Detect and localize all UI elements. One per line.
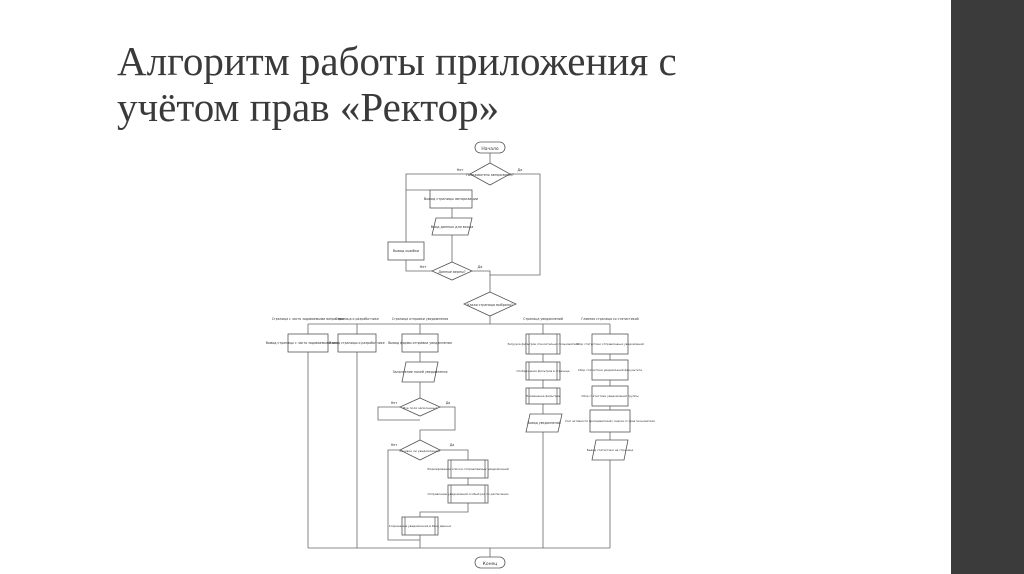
branch-notif-caption: Страница уведомлений — [523, 317, 563, 321]
fields-no-label: Нет — [391, 401, 398, 405]
node-fields-check: Все поля заполнены? Нет Да — [391, 397, 451, 417]
node-form-list: Формирование списка отправляемых уведомл… — [427, 459, 509, 479]
stats-1-label: Сбор статистики отправленных уведомлений — [576, 342, 644, 346]
apply-filters-label: Отображение фильтров в странице — [516, 369, 569, 373]
node-error: Вывод ошибки — [387, 241, 425, 261]
branch-stats-caption: Главная страница со статистикой — [581, 317, 639, 321]
input-data-label: Ввод данных для входа — [431, 225, 474, 229]
send-notif-label: Отправление уведомлений особый раз по ра… — [427, 492, 509, 496]
node-start: Начало — [474, 141, 506, 154]
slide-title: Алгоритм работы приложения с учётом прав… — [117, 38, 917, 130]
node-stats-3: Сбор статистики уведомлений группы — [581, 385, 639, 407]
node-type-check: Разовое ли уведомление? Нет Да — [391, 439, 455, 461]
form-out-label: Вывод формы отправки уведомления — [388, 341, 452, 345]
node-fill-fields: Заполнение полей уведомления — [393, 361, 448, 383]
stats-2-label: Сбор статистики уведомлений факультета — [578, 368, 642, 372]
type-no-label: Нет — [391, 443, 398, 447]
node-stats-2: Сбор статистики уведомлений факультета — [578, 359, 642, 381]
node-stats-out: Вывод статистики на странице — [587, 439, 634, 461]
error-label: Вывод ошибки — [393, 249, 419, 253]
node-applied: Применение фильтров — [525, 387, 561, 405]
flow-connectors — [307, 153, 611, 557]
node-stats-1: Сбор статистики отправленных уведомлений — [576, 333, 644, 355]
branch-faq-caption: Страница с часто задаваемыми вопросами — [272, 317, 345, 321]
branch-captions: Страница с часто задаваемыми вопросами С… — [272, 317, 639, 321]
save-db-label: Сохранение уведомления в базе данных — [389, 524, 452, 528]
notif-filters-label: Загрузка фильтров относительно пользоват… — [507, 342, 579, 346]
stats-4-label: Учет активности преподавателей / Анализ … — [565, 419, 655, 423]
branch-dev-caption: Страница о разработчике — [335, 317, 379, 321]
stats-3-label: Сбор статистики уведомлений группы — [581, 394, 638, 398]
node-notif-out: Вывод уведомлений — [525, 413, 563, 433]
node-page-choice: Какая страница выбрана? — [463, 291, 517, 317]
node-end: Конец — [474, 556, 506, 569]
data-check-label: Данные верны? — [438, 270, 465, 274]
title-line-2: учётом прав «Ректор» — [117, 84, 500, 130]
notif-out-label: Вывод уведомлений — [527, 421, 560, 425]
branch-send-caption: Страница отправки уведомления — [392, 317, 449, 321]
node-save-db: Сохранение уведомления в базе данных — [389, 516, 452, 536]
fields-yes-label: Да — [446, 401, 451, 405]
applied-label: Применение фильтров — [526, 394, 560, 398]
node-dev-out: Вывод страницы о разработчике — [329, 333, 385, 353]
auth-no-label: Нет — [457, 168, 464, 172]
node-form-out: Вывод формы отправки уведомления — [388, 333, 452, 353]
stats-out-label: Вывод статистики на странице — [587, 448, 634, 452]
auth-yes-label: Да — [518, 168, 523, 172]
node-data-check: Данные верны? Нет Да — [420, 261, 483, 281]
node-send-notif: Отправление уведомлений особый раз по ра… — [427, 484, 509, 504]
start-label: Начало — [481, 146, 498, 152]
form-list-label: Формирование списка отправляемых уведомл… — [427, 467, 509, 471]
dev-out-label: Вывод страницы о разработчике — [329, 341, 384, 345]
fill-fields-label: Заполнение полей уведомления — [393, 370, 448, 374]
auth-check-label: Пользователь авторизован? — [466, 173, 514, 177]
data-no-label: Нет — [420, 265, 427, 269]
auth-page-label: Вывод страницы авторизации — [424, 197, 478, 201]
node-auth-check: Пользователь авторизован? Нет Да — [457, 162, 523, 186]
title-line-1: Алгоритм работы приложения с — [117, 38, 677, 84]
node-input-data: Ввод данных для входа — [431, 217, 474, 236]
end-label: Конец — [483, 561, 498, 567]
data-yes-label: Да — [478, 265, 483, 269]
type-yes-label: Да — [450, 443, 455, 447]
page-choice-label: Какая страница выбрана? — [467, 303, 513, 307]
type-check-label: Разовое ли уведомление? — [400, 449, 441, 453]
node-auth-page: Вывод страницы авторизации — [424, 189, 478, 209]
node-notif-filters: Загрузка фильтров относительно пользоват… — [507, 333, 579, 355]
fields-check-label: Все поля заполнены? — [403, 406, 437, 410]
node-apply-filters: Отображение фильтров в странице — [516, 361, 570, 381]
faq-out-label: Вывод страницы с часто задаваемыми вопро… — [266, 341, 350, 345]
node-faq-out: Вывод страницы с часто задаваемыми вопро… — [266, 333, 350, 353]
node-stats-4: Учет активности преподавателей / Анализ … — [565, 409, 655, 433]
side-bar — [951, 0, 1024, 574]
